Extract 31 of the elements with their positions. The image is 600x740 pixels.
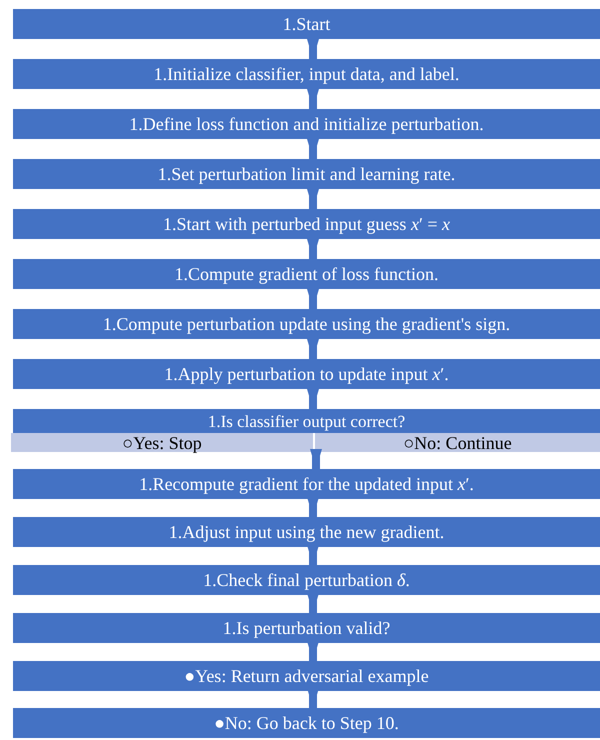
arrow [307,139,319,159]
process-bar: 1.Start [13,9,600,39]
arrow [310,449,322,469]
process-bar: 1.Is perturbation valid? [13,613,600,643]
arrow [307,289,319,309]
arrow [307,89,319,109]
arrow [307,189,319,209]
process-bar: ●Yes: Return adversarial example [13,661,600,691]
arrow [307,641,319,661]
process-bar: 1.Initialize classifier, input data, and label. [13,59,600,89]
process-bar: 1.Recompute gradient for the updated input x′. [13,469,600,499]
arrow [307,389,319,409]
arrow [307,497,319,517]
arrow [307,545,319,565]
decision-bar: 1.Is classifier output correct? [13,409,600,433]
process-bar: 1.Define loss function and initialize perturbation. [13,109,600,139]
arrow [307,39,319,59]
process-bar: 1.Apply perturbation to update input x′. [13,359,600,389]
arrow [307,339,319,359]
arrow [307,239,319,259]
option-cell: ○No: Continue [315,433,600,452]
process-bar: 1.Start with perturbed input guess x′ = x [13,209,600,239]
process-bar: 1.Compute perturbation update using the gradient's sign. [13,309,600,339]
option-cell: ○Yes: Stop [11,433,313,452]
arrow [307,593,319,613]
process-bar: 1.Check final perturbation δ. [13,565,600,595]
process-bar: 1.Compute gradient of loss function. [13,259,600,289]
process-bar: ●No: Go back to Step 10. [13,708,600,738]
process-bar: 1.Adjust input using the new gradient. [13,517,600,547]
arrow [307,688,319,708]
process-bar: 1.Set perturbation limit and learning rate. [13,159,600,189]
